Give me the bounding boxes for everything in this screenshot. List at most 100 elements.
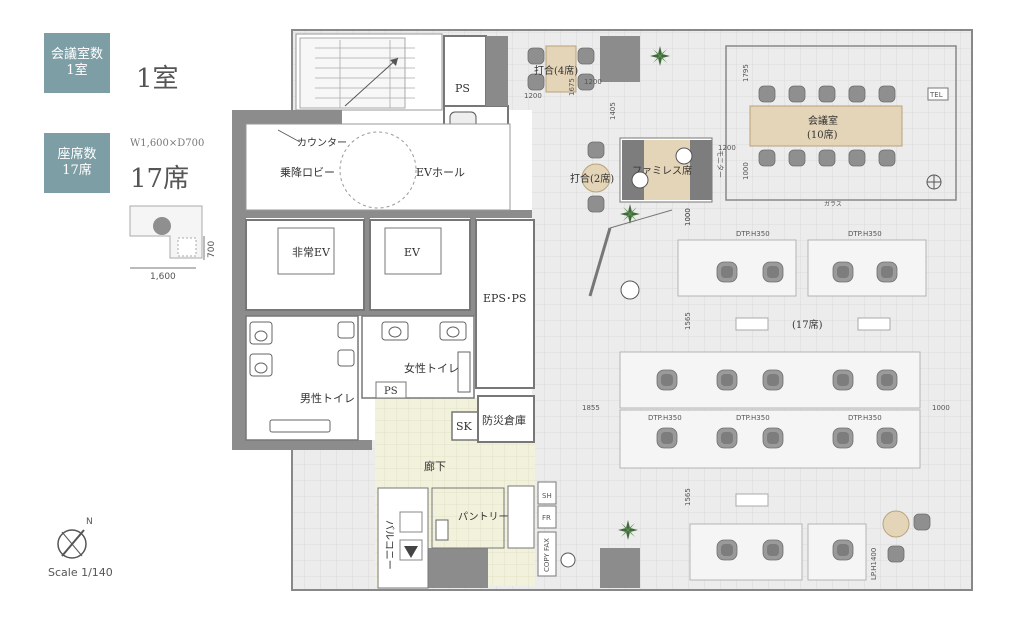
svg-text:N: N (86, 517, 93, 527)
room-label-conference: 会議室 (808, 114, 838, 127)
copy-fax-machine (537, 531, 557, 577)
dim-1000: 1000 (742, 162, 750, 180)
meeting-room-count-badge: 会議室数 1室 (44, 33, 110, 93)
desk-width-dimension: 1,600 (150, 272, 176, 282)
north-arrow-icon: N (57, 517, 93, 559)
conference-table (749, 85, 903, 167)
glass-partition (609, 209, 673, 229)
seat-count-badge: 座席数 17席 (44, 133, 110, 193)
room-label-ps: PS (455, 82, 470, 95)
dim-1565: 1565 (684, 488, 692, 506)
room-label-womens-toilet: 女性トイレ (404, 361, 459, 375)
dim-1000: 1000 (684, 208, 692, 226)
ev-shaft (369, 219, 471, 311)
person-icon (631, 147, 693, 189)
pantry-sink (435, 519, 449, 541)
meeting-table-2 (581, 141, 611, 213)
dim-1200: 1200 (584, 78, 602, 86)
label-sh: SH (542, 492, 552, 500)
balcony-marker (404, 546, 418, 558)
label-tel: TEL (929, 91, 943, 99)
room-label-storage: 防災倉庫 (482, 413, 526, 427)
label-monitor: モニター (716, 150, 725, 178)
sk-room (451, 411, 479, 441)
desk-cluster (677, 239, 927, 297)
room-label-family-seats: ファミレス席 (632, 164, 692, 177)
pantry-counter (507, 485, 535, 549)
dim-1000: 1000 (932, 404, 950, 412)
room-label-corridor: 廊下 (424, 459, 446, 473)
badge-label: 座席数 (57, 147, 97, 162)
eps-ps-shaft (475, 219, 535, 389)
dim-1795: 1795 (742, 64, 750, 82)
label-copy-fax: COPY FAX (543, 538, 551, 572)
tel-box (927, 87, 949, 101)
fr-fridge (537, 505, 557, 529)
plant-icon (618, 520, 638, 540)
dim-1855: 1855 (582, 404, 600, 412)
desk-label-box (857, 317, 891, 331)
label-dtp: DTP.H350 (848, 414, 882, 422)
toilet-fixtures (249, 321, 355, 433)
dim-1405: 1405 (609, 102, 617, 120)
label-dtp: DTP.H350 (736, 414, 770, 422)
person-icon (560, 552, 576, 568)
desk-cluster (619, 351, 921, 469)
wall-column (486, 36, 508, 106)
desk-depth-dimension: 700 (207, 241, 217, 258)
room-label-conference-seats: (10席) (807, 128, 838, 141)
room-label-sk: SK (456, 420, 473, 433)
plant-icon (620, 204, 640, 224)
room-label-meeting4: 打合(4席) (534, 64, 578, 77)
room-label-ev: EV (404, 246, 421, 259)
label-dtp: DTP.H350 (848, 230, 882, 238)
glass-partition (588, 227, 612, 297)
meeting-table-4 (527, 45, 595, 93)
desk-size-caption: W1,600×D700 (130, 138, 205, 149)
room-label-eps-ps: EPS･PS (483, 292, 526, 305)
desk-size-diagram (129, 205, 205, 269)
scale-label: Scale 1/140 (48, 566, 113, 579)
label-lp: LP.H1400 (870, 548, 878, 580)
ev-car (384, 227, 442, 275)
dim-1675: 1675 (568, 78, 576, 96)
balcony-units (399, 511, 423, 561)
storage-room (477, 395, 535, 443)
desk-cluster (689, 523, 867, 581)
emergency-ev-shaft (245, 219, 365, 311)
staircase (295, 33, 443, 111)
room-label-office-seats: (17席) (792, 318, 823, 331)
dim-1200: 1200 (524, 92, 542, 100)
sh-cabinet (537, 481, 557, 505)
room-label-ps-small: PS (384, 386, 398, 397)
lobby-area (245, 123, 511, 211)
toilet-fixtures (381, 321, 471, 393)
desk-label-box (735, 493, 769, 507)
room-label-ev-hall: EVホール (416, 166, 465, 179)
ps-shaft-small (375, 381, 407, 399)
ev-car (277, 227, 335, 275)
lounge-chair-icon (620, 280, 640, 300)
badge-label: 会議室数 (50, 47, 103, 62)
badge-value: 17席 (62, 163, 92, 178)
room-label-mens-toilet: 男性トイレ (300, 391, 355, 405)
ps-shaft-top (443, 35, 487, 107)
label-fr: FR (542, 514, 551, 522)
room-label-lobby: 乗降ロビー (280, 165, 335, 179)
door-swing (339, 131, 417, 209)
dim-1000: 1000 (684, 208, 692, 226)
room-label-emergency-ev: 非常EV (292, 246, 331, 259)
room-label-meeting2: 打合(2席) (570, 172, 614, 185)
core-walls (232, 36, 950, 588)
room-label-counter: カウンター (297, 137, 347, 149)
dim-1200: 1200 (718, 144, 736, 152)
meeting-room-count-value: 1室 (136, 64, 179, 94)
balcony (377, 487, 429, 589)
dim-1565: 1565 (684, 312, 692, 330)
room-label-pantry: パントリー (458, 511, 509, 523)
desk-label-box (735, 317, 769, 331)
label-dtp: DTP.H350 (648, 414, 682, 422)
label-dtp: DTP.H350 (736, 230, 770, 238)
round-table (882, 510, 931, 563)
plant-icon (650, 46, 670, 66)
